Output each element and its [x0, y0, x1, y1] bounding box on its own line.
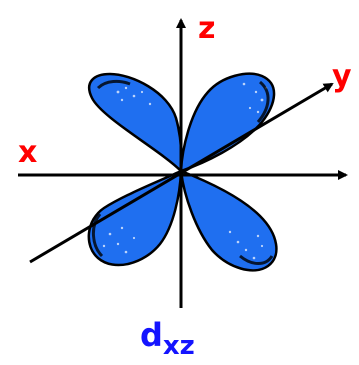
axes	[18, 20, 346, 308]
orbital-label-subscript: xz	[163, 331, 195, 361]
lobe-lower-right	[181, 171, 276, 270]
orbital-label-main: d	[140, 316, 163, 354]
lobe-upper-right	[181, 74, 274, 171]
lobe-upper-left	[89, 74, 181, 171]
x-axis-label: x	[18, 135, 37, 170]
z-axis-label: z	[198, 11, 215, 46]
orbital-label: dxz	[140, 316, 195, 361]
y-axis-label: y	[332, 59, 352, 94]
